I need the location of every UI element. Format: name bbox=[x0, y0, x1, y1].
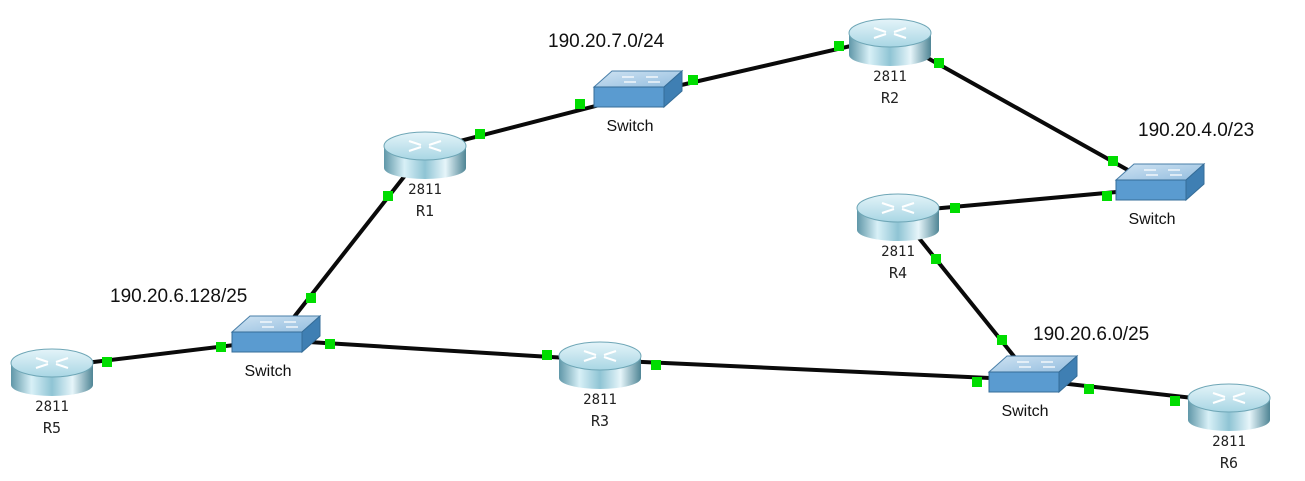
switch-label: Switch bbox=[606, 118, 653, 135]
network-address-label: 190.20.4.0/23 bbox=[1138, 120, 1254, 141]
router-name-label: R4 bbox=[889, 264, 907, 282]
port-indicator bbox=[542, 350, 552, 360]
port-indicator bbox=[651, 360, 661, 370]
port-indicator bbox=[475, 129, 485, 139]
router-arrows-icon bbox=[408, 140, 442, 152]
router-r5[interactable] bbox=[10, 348, 94, 396]
router-model-label: 2811 bbox=[881, 244, 915, 260]
port-indicator bbox=[1170, 396, 1180, 406]
router-model-label: 2811 bbox=[35, 399, 69, 415]
port-indicator bbox=[306, 293, 316, 303]
router-name-label: R5 bbox=[43, 419, 61, 437]
router-r2[interactable] bbox=[848, 18, 932, 66]
ports-layer bbox=[102, 41, 1180, 406]
port-indicator bbox=[931, 254, 941, 264]
router-name-label: R2 bbox=[881, 89, 899, 107]
port-indicator bbox=[102, 357, 112, 367]
router-name-label: R3 bbox=[591, 412, 609, 430]
port-indicator bbox=[325, 339, 335, 349]
switch-label: Switch bbox=[1128, 211, 1175, 228]
router-r6[interactable] bbox=[1187, 383, 1271, 431]
switch-sw-b[interactable] bbox=[1114, 162, 1206, 202]
router-arrows-icon bbox=[1212, 392, 1246, 404]
network-address-label: 190.20.6.128/25 bbox=[110, 286, 247, 307]
router-arrows-icon bbox=[35, 357, 69, 369]
port-indicator bbox=[834, 41, 844, 51]
port-indicator bbox=[383, 191, 393, 201]
switch-arrows-icon bbox=[1144, 169, 1182, 176]
switch-arrows-icon bbox=[260, 321, 298, 328]
link-R2-SW-B bbox=[889, 35, 1161, 190]
port-indicator bbox=[1102, 191, 1112, 201]
router-r1[interactable] bbox=[383, 131, 467, 179]
switch-sw-a[interactable] bbox=[592, 69, 684, 109]
router-model-label: 2811 bbox=[873, 69, 907, 85]
network-address-label: 190.20.6.0/25 bbox=[1033, 324, 1149, 345]
port-indicator bbox=[575, 99, 585, 109]
switch-label: Switch bbox=[1001, 403, 1048, 420]
network-address-label: 190.20.7.0/24 bbox=[548, 31, 665, 52]
port-indicator bbox=[934, 58, 944, 68]
switch-arrows-icon bbox=[622, 76, 660, 83]
router-r4[interactable] bbox=[856, 193, 940, 241]
router-arrows-icon bbox=[583, 350, 617, 362]
link-R3-SW-D bbox=[599, 358, 1034, 382]
router-r3[interactable] bbox=[558, 341, 642, 389]
port-indicator bbox=[1084, 384, 1094, 394]
link-R1-SW-C bbox=[274, 148, 427, 342]
router-model-label: 2811 bbox=[1212, 434, 1246, 450]
router-model-label: 2811 bbox=[408, 182, 442, 198]
router-name-label: R1 bbox=[416, 202, 434, 220]
switch-sw-c[interactable] bbox=[230, 314, 322, 354]
link-R4-SW-D bbox=[896, 210, 1035, 382]
router-model-label: 2811 bbox=[583, 392, 617, 408]
devices-layer bbox=[10, 18, 1271, 431]
port-indicator bbox=[972, 377, 982, 387]
switch-label: Switch bbox=[244, 363, 291, 380]
switch-sw-d[interactable] bbox=[987, 354, 1079, 394]
router-arrows-icon bbox=[881, 202, 915, 214]
port-indicator bbox=[950, 203, 960, 213]
router-arrows-icon bbox=[873, 27, 907, 39]
router-name-label: R6 bbox=[1220, 454, 1238, 472]
port-indicator bbox=[1108, 156, 1118, 166]
port-indicator bbox=[997, 335, 1007, 345]
port-indicator bbox=[216, 342, 226, 352]
labels-layer: 2811R12811R22811R32811R42811R52811R6Swit… bbox=[35, 31, 1254, 472]
port-indicator bbox=[688, 75, 698, 85]
switch-arrows-icon bbox=[1017, 361, 1055, 368]
